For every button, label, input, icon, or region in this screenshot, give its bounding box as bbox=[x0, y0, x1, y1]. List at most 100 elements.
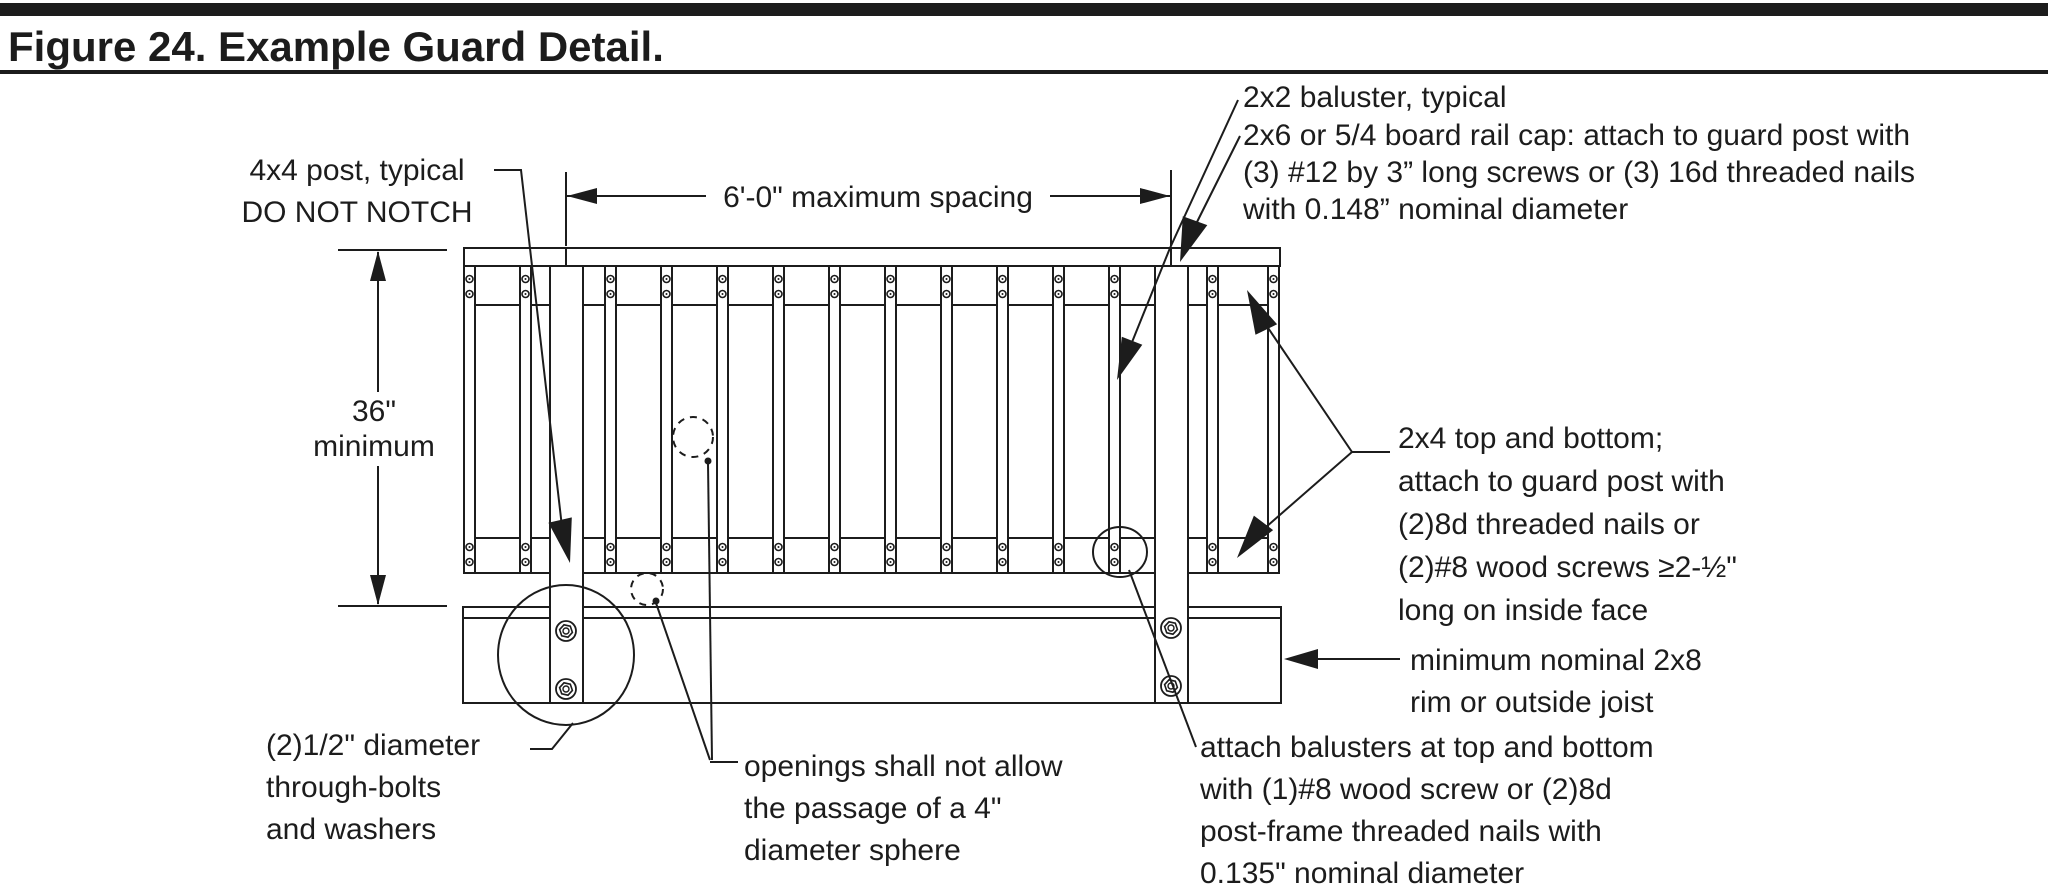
leader-post bbox=[494, 169, 563, 528]
baluster-screw-center bbox=[1001, 293, 1004, 295]
sphere-circle-low bbox=[630, 572, 664, 606]
baluster-screw bbox=[662, 557, 671, 567]
baluster-screw bbox=[1269, 289, 1278, 299]
dim-36-arrow-up bbox=[370, 251, 386, 281]
baluster-screw bbox=[521, 289, 530, 299]
baluster-screw bbox=[1054, 542, 1063, 552]
label-rail-cap-line2: (3) #12 by 3” long screws or (3) 16d thr… bbox=[1243, 156, 1915, 189]
baluster bbox=[463, 265, 476, 574]
baluster-screw-center bbox=[889, 278, 892, 280]
baluster-screw bbox=[1208, 289, 1217, 299]
baluster-screw bbox=[718, 289, 727, 299]
label-bolts-line1: (2)1/2" diameter bbox=[266, 729, 480, 762]
rail-cap-board bbox=[463, 247, 1281, 267]
dim-36-arrow-down bbox=[370, 575, 386, 605]
baluster-screw bbox=[718, 542, 727, 552]
baluster-screw-center bbox=[609, 293, 612, 295]
baluster-screw bbox=[718, 274, 727, 284]
label-2x4-line3: (2)8d threaded nails or bbox=[1398, 508, 1700, 541]
baluster-screw bbox=[830, 557, 839, 567]
baluster-screw-center bbox=[468, 278, 471, 280]
baluster-screw bbox=[465, 542, 474, 552]
baluster-screw-center bbox=[721, 561, 724, 563]
baluster-screw bbox=[998, 542, 1007, 552]
baluster-screw-center bbox=[1272, 561, 1275, 563]
baluster-screw-center bbox=[468, 293, 471, 295]
baluster-screw-center bbox=[1272, 278, 1275, 280]
baluster-screw bbox=[1269, 542, 1278, 552]
baluster-screw bbox=[1110, 557, 1119, 567]
baluster-screw bbox=[774, 274, 783, 284]
baluster-screw-center bbox=[945, 561, 948, 563]
rim-joist bbox=[462, 606, 1282, 704]
baluster-screw bbox=[1054, 557, 1063, 567]
post-leader-arrow bbox=[548, 517, 572, 563]
baluster-screw-center bbox=[1113, 546, 1116, 548]
label-rim-line2: rim or outside joist bbox=[1410, 686, 1654, 719]
baluster bbox=[519, 265, 532, 574]
label-openings-line1: openings shall not allow bbox=[744, 750, 1063, 783]
baluster-screw-center bbox=[1057, 293, 1060, 295]
label-rail-cap-line1: 2x6 or 5/4 board rail cap: attach to gua… bbox=[1243, 119, 1910, 152]
baluster-screw-center bbox=[1057, 278, 1060, 280]
baluster bbox=[660, 265, 673, 574]
baluster-screw-center bbox=[609, 278, 612, 280]
baluster-screw bbox=[942, 542, 951, 552]
baluster-screw-center bbox=[1272, 293, 1275, 295]
baluster-screw bbox=[662, 542, 671, 552]
rail-cap bbox=[463, 247, 1281, 267]
baluster-screw bbox=[886, 289, 895, 299]
baluster bbox=[884, 265, 897, 574]
dim-height-value: 36" bbox=[352, 395, 396, 428]
baluster-screw bbox=[942, 289, 951, 299]
baluster bbox=[604, 265, 617, 574]
leader-attach-balusters bbox=[1128, 569, 1197, 748]
annotation-text: 4x4 post, typical DO NOT NOTCH 6'-0" max… bbox=[241, 81, 1915, 890]
baluster-screw-center bbox=[945, 278, 948, 280]
baluster-screw-center bbox=[1113, 561, 1116, 563]
baluster bbox=[1267, 265, 1280, 574]
baluster-screw bbox=[1208, 557, 1217, 567]
baluster-screw-center bbox=[889, 293, 892, 295]
baluster-screw-center bbox=[665, 293, 668, 295]
baluster-screw-center bbox=[721, 293, 724, 295]
dimension-lines bbox=[338, 99, 1400, 763]
baluster-screw bbox=[1110, 274, 1119, 284]
baluster-screw bbox=[1110, 289, 1119, 299]
baluster-screw bbox=[1208, 542, 1217, 552]
through-bolt-washer bbox=[555, 620, 577, 642]
baluster bbox=[996, 265, 1009, 574]
label-2x4-line2: attach to guard post with bbox=[1398, 465, 1725, 498]
baluster-screw-center bbox=[889, 546, 892, 548]
title-underline bbox=[0, 70, 2048, 74]
baluster-screw-center bbox=[1001, 546, 1004, 548]
baluster-screw-center bbox=[609, 546, 612, 548]
baluster-screw bbox=[998, 289, 1007, 299]
baluster-screw-center bbox=[524, 293, 527, 295]
through-bolt-nut bbox=[1163, 620, 1179, 636]
label-post-line1: 4x4 post, typical bbox=[249, 154, 464, 187]
baluster-screw-center bbox=[468, 561, 471, 563]
baluster-screw-center bbox=[1211, 561, 1214, 563]
rail-cap-leader-arrow bbox=[1180, 216, 1208, 262]
leader-opening-low bbox=[655, 602, 711, 761]
leader-opening-mid bbox=[707, 462, 713, 761]
leader-through-bolts bbox=[530, 722, 574, 750]
through-bolt-nut bbox=[558, 681, 574, 697]
baluster-screw-center bbox=[468, 546, 471, 548]
baluster-screw bbox=[521, 557, 530, 567]
through-bolt-washer bbox=[555, 678, 577, 700]
label-post-line2: DO NOT NOTCH bbox=[241, 196, 472, 229]
detail-circle-bolts bbox=[497, 584, 635, 726]
baluster-screw bbox=[942, 557, 951, 567]
baluster-screw-center bbox=[524, 546, 527, 548]
baluster-screw bbox=[1054, 289, 1063, 299]
baluster-screw-center bbox=[721, 546, 724, 548]
baluster-screw-center bbox=[1057, 546, 1060, 548]
baluster-screw bbox=[1208, 274, 1217, 284]
baluster-screw-center bbox=[665, 561, 668, 563]
label-attach-line2: with (1)#8 wood screw or (2)8d bbox=[1199, 773, 1612, 806]
label-attach-line4: 0.135" nominal diameter bbox=[1200, 857, 1524, 890]
baluster-screw bbox=[606, 274, 615, 284]
